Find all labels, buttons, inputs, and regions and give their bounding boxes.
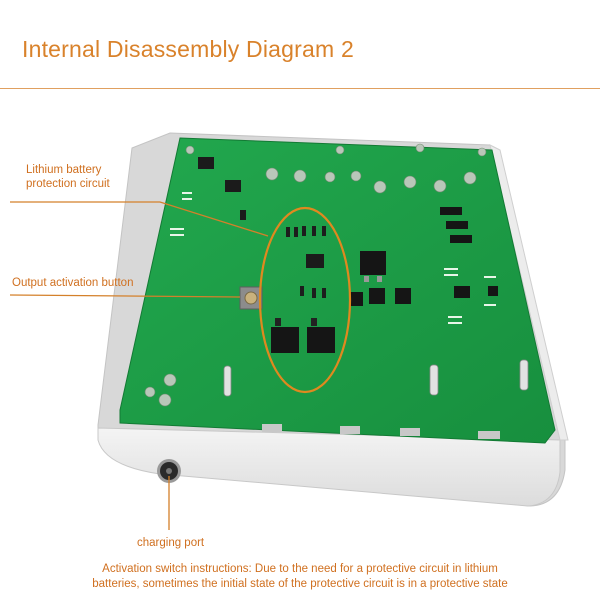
page-title: Internal Disassembly Diagram 2 — [22, 36, 354, 62]
callout-lithium: Lithium battery protection circuit — [26, 163, 110, 191]
charging-port — [157, 459, 181, 483]
caption-line1: Activation switch instructions: Due to t… — [102, 563, 498, 575]
leader-line-button — [9, 294, 241, 298]
highlight-ellipse — [258, 206, 352, 394]
caption-line2: batteries, sometimes the initial state o… — [92, 578, 508, 590]
title-divider — [0, 88, 600, 89]
callout-lithium-line2: protection circuit — [26, 178, 110, 190]
pcb-board — [119, 137, 556, 444]
callout-output-button: Output activation button — [12, 277, 134, 289]
leader-line-lithium — [10, 201, 269, 237]
callout-charging-port: charging port — [137, 537, 205, 549]
callout-lithium-line1: Lithium battery — [26, 164, 102, 176]
